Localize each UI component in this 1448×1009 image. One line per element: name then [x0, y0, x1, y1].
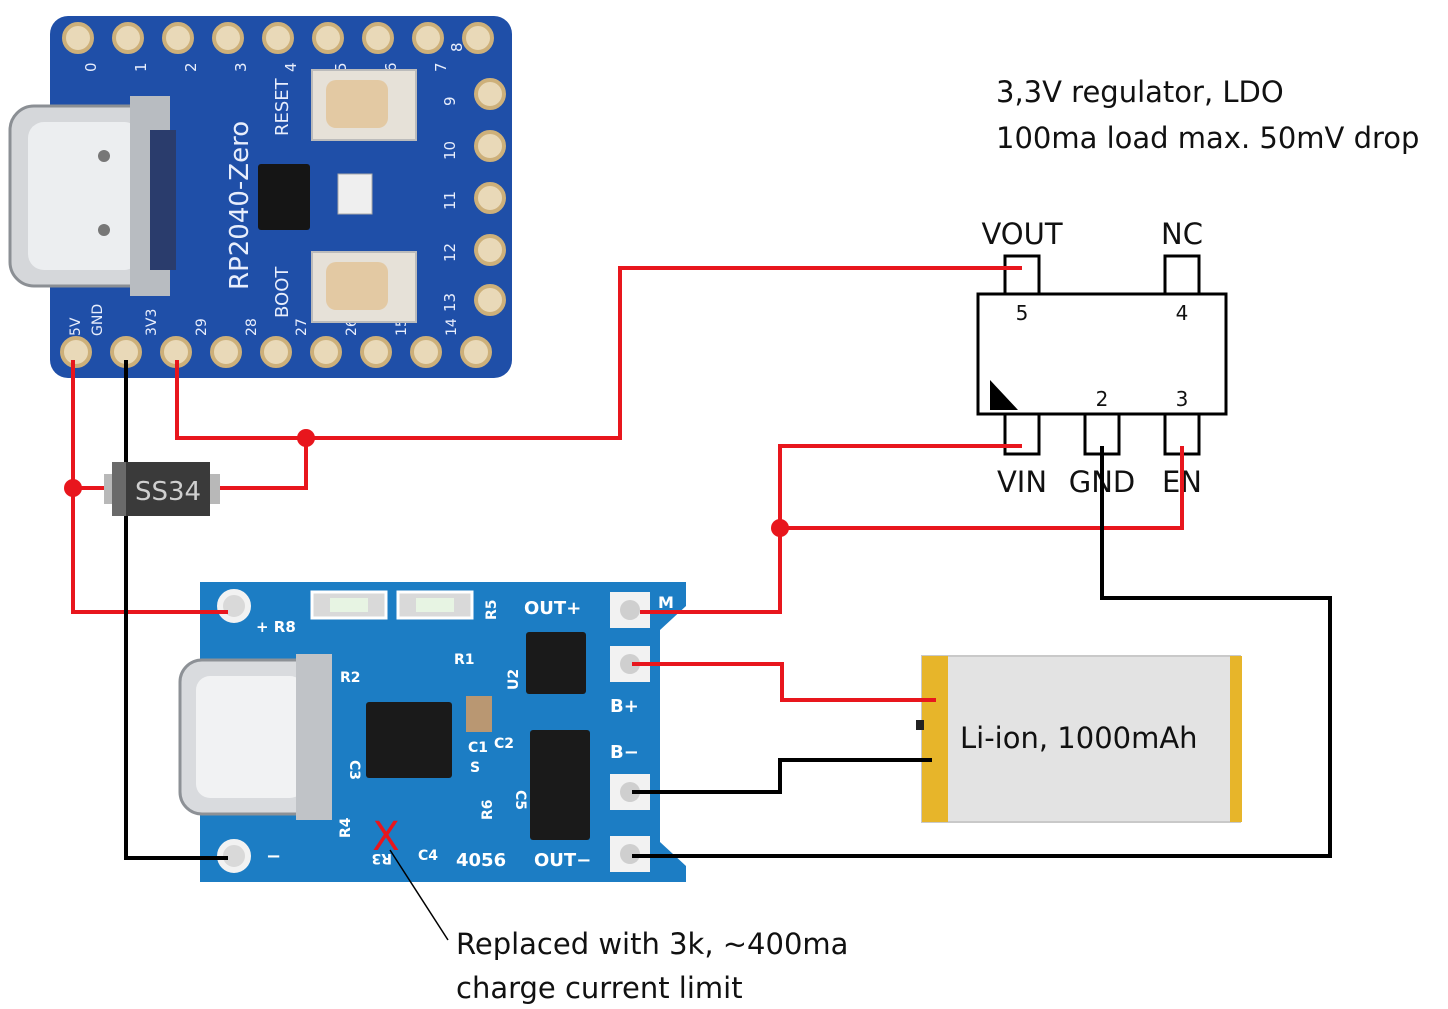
- removed-resistor-mark: X: [372, 814, 399, 860]
- label-out-minus: OUT−: [534, 850, 591, 871]
- pin1-marker-icon: [990, 380, 1018, 410]
- reset-label: RESET: [272, 77, 293, 136]
- pin-label-11: 11: [441, 191, 459, 210]
- diode-label: SS34: [135, 477, 201, 507]
- pin-label-9: 9: [441, 96, 459, 106]
- label-c4: C4: [418, 848, 438, 864]
- wires: [71, 266, 1332, 941]
- charger-usb-c: [178, 654, 332, 820]
- bottom-pin-pads: [60, 336, 492, 368]
- pin-label-6: 6: [382, 62, 400, 72]
- pin-label-28: 28: [244, 318, 260, 336]
- pad-plus: [217, 589, 251, 623]
- regulator-note-line1: 3,3V regulator, LDO: [996, 75, 1284, 109]
- pin-label-13: 13: [441, 293, 459, 312]
- top-pin-pads: [62, 22, 494, 54]
- label-4056: 4056: [456, 850, 506, 871]
- label-r4: R4: [338, 817, 354, 838]
- pin-label-5v: 5V: [68, 317, 84, 336]
- wire-bplus-to-battery: [632, 662, 936, 702]
- usb-c-connector: [8, 96, 170, 296]
- pin-label-5: 5: [332, 62, 350, 72]
- label-r6: R6: [480, 799, 496, 820]
- annotation-line2: charge current limit: [456, 971, 743, 1005]
- label-b-plus: B+: [610, 696, 639, 717]
- wire-gnd-to-charger-minus: [124, 360, 228, 860]
- pin-name-vout: VOUT: [981, 217, 1062, 251]
- label-c3: C3: [346, 760, 362, 780]
- label-b-minus: B−: [610, 742, 639, 763]
- junction-dot: [64, 479, 82, 497]
- pin-name-nc: NC: [1161, 217, 1203, 251]
- annotation-line1: Replaced with 3k, ~400ma: [456, 927, 848, 961]
- junction-dot: [297, 429, 315, 447]
- rp2040-zero-board: 0 1 2 3 4 5 6 7 8 9 10 11 12 13 5V GND 3…: [8, 16, 512, 378]
- pin-label-2: 2: [182, 62, 200, 72]
- reset-button: [311, 69, 417, 141]
- pin-label-4: 4: [282, 62, 300, 72]
- wire-en: [780, 446, 1184, 530]
- right-pin-pads: [474, 78, 506, 316]
- label-s: S: [470, 760, 480, 776]
- pin-label-1: 1: [132, 62, 150, 72]
- pin-name-vin: VIN: [997, 465, 1047, 499]
- pin-label-7: 7: [432, 62, 450, 72]
- wire-bminus-to-battery: [632, 758, 932, 794]
- pin-label-3v3: 3V3: [144, 309, 160, 336]
- label-m: M: [658, 593, 674, 612]
- annotation-leader: [389, 849, 449, 941]
- wire-ldo-gnd-to-out-minus: [632, 446, 1332, 858]
- boot-label: BOOT: [272, 266, 293, 318]
- pin-label-12: 12: [441, 243, 459, 262]
- label-r3: R3: [371, 850, 392, 866]
- label-c5: C5: [512, 790, 528, 810]
- pin-label-gnd: GND: [90, 304, 106, 336]
- pin-label-27: 27: [294, 318, 310, 336]
- pin-num-2: 2: [1096, 387, 1109, 411]
- label-out-plus: OUT+: [524, 598, 581, 619]
- label-r1: R1: [454, 652, 475, 668]
- pin-num-5: 5: [1016, 301, 1029, 325]
- li-ion-battery: Li-ion, 1000mAh: [916, 655, 1242, 823]
- pin-label-29: 29: [194, 318, 210, 336]
- pin-label-14: 14: [444, 318, 460, 336]
- pin-label-8: 8: [448, 42, 466, 52]
- wire-5v-to-charger-plus: [71, 360, 228, 614]
- label-r5: R5: [484, 599, 500, 620]
- battery-label: Li-ion, 1000mAh: [960, 721, 1198, 755]
- charger-board: + R8 − OUT+ OUT− B+ B− M 4056 R1 R2 R3 R…: [178, 582, 686, 882]
- junction-dot: [771, 519, 789, 537]
- pin-label-10: 10: [441, 141, 459, 160]
- wire-diode-to-junction: [220, 438, 308, 490]
- ss34-diode: SS34: [104, 462, 220, 516]
- label-c2: C2: [494, 736, 514, 752]
- pin-num-3: 3: [1176, 387, 1189, 411]
- pin-label-0: 0: [82, 62, 100, 72]
- label-c1: C1: [468, 740, 488, 756]
- pin-label-3: 3: [232, 62, 250, 72]
- label-plus-r8: + R8: [256, 618, 296, 636]
- pin-num-4: 4: [1176, 301, 1189, 325]
- label-minus: −: [266, 846, 281, 867]
- pin-5-vout: [1003, 254, 1041, 296]
- boot-button: [311, 251, 417, 323]
- regulator-note-line2: 100ma load max. 50mV drop: [996, 121, 1419, 155]
- pin-4-nc: [1163, 254, 1201, 296]
- label-u2: U2: [506, 669, 522, 690]
- board-name: RP2040-Zero: [225, 121, 255, 290]
- wire-rail-to-vout: [175, 266, 1022, 440]
- label-r2: R2: [340, 670, 361, 686]
